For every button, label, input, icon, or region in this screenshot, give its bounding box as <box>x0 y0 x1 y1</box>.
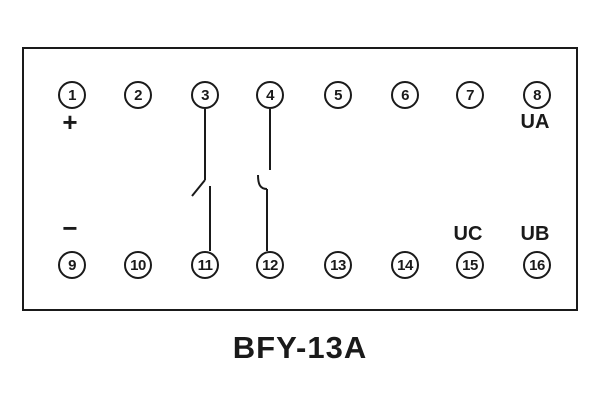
ua-label: UA <box>520 111 550 133</box>
contact-lines <box>191 109 271 251</box>
terminal-8-number: 8 <box>533 86 541 104</box>
terminal-5-number: 5 <box>334 86 342 104</box>
terminal-11: 11 <box>191 251 219 279</box>
terminal-4: 4 <box>256 81 284 109</box>
terminal-4-number: 4 <box>266 86 274 104</box>
terminal-3: 3 <box>191 81 219 109</box>
terminal-1-number: 1 <box>68 86 76 104</box>
terminal-6: 6 <box>391 81 419 109</box>
terminal-16: 16 <box>523 251 551 279</box>
terminal-9-number: 9 <box>68 256 76 274</box>
terminal-13-number: 13 <box>330 256 346 274</box>
terminal-10-number: 10 <box>130 256 146 274</box>
terminal-7-number: 7 <box>466 86 474 104</box>
terminal-2: 2 <box>124 81 152 109</box>
terminal-15-number: 15 <box>462 256 478 274</box>
terminal-14: 14 <box>391 251 419 279</box>
terminal-11-number: 11 <box>197 256 213 274</box>
terminal-3-number: 3 <box>201 86 209 104</box>
contact-3-11-blade <box>191 179 206 197</box>
diagram-title: BFY-13A <box>232 330 368 365</box>
terminal-12-number: 12 <box>262 256 278 274</box>
terminal-6-number: 6 <box>401 86 409 104</box>
terminal-box-outline: 1 2 3 4 5 6 7 8 9 10 11 12 13 14 15 16 +… <box>22 47 578 311</box>
uc-label: UC <box>453 223 483 245</box>
polarity-plus-label: + <box>62 107 78 137</box>
polarity-minus-label: − <box>62 213 78 243</box>
terminal-9: 9 <box>58 251 86 279</box>
terminal-10: 10 <box>124 251 152 279</box>
contact-4-12-blade <box>257 174 268 190</box>
terminal-1: 1 <box>58 81 86 109</box>
terminal-12: 12 <box>256 251 284 279</box>
terminal-5: 5 <box>324 81 352 109</box>
terminal-14-number: 14 <box>397 256 413 274</box>
terminal-7: 7 <box>456 81 484 109</box>
terminal-16-number: 16 <box>529 256 545 274</box>
terminal-15: 15 <box>456 251 484 279</box>
terminal-8: 8 <box>523 81 551 109</box>
ub-label: UB <box>520 223 550 245</box>
terminal-2-number: 2 <box>134 86 142 104</box>
terminal-13: 13 <box>324 251 352 279</box>
